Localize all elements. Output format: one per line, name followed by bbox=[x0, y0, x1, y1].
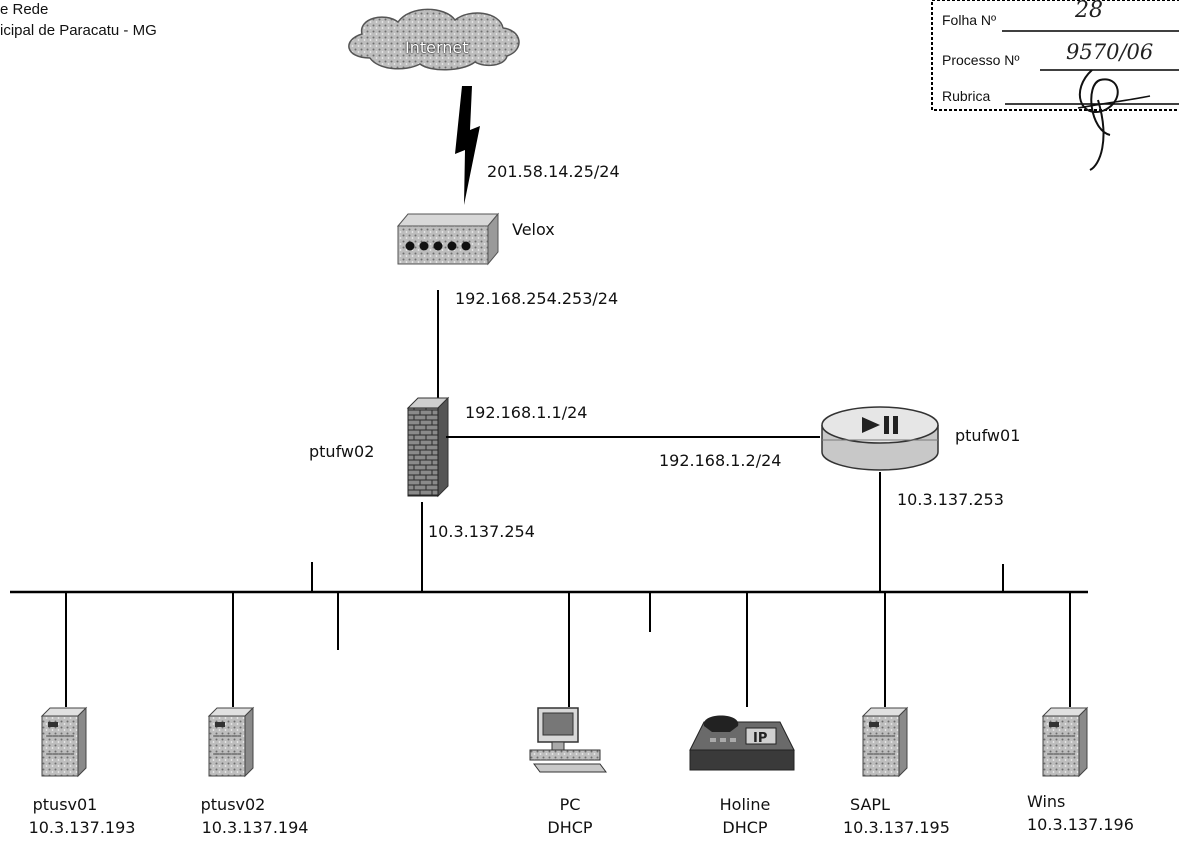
signature-mark bbox=[1077, 69, 1151, 171]
rubrica-label: Rubrica bbox=[942, 88, 991, 104]
processo-label: Processo Nº bbox=[942, 52, 1020, 68]
title-line-2: icipal de Paracatu - MG bbox=[0, 22, 157, 39]
host-addr-label: 10.3.137.195 bbox=[843, 818, 950, 837]
host-name-label: Wins bbox=[1027, 792, 1066, 811]
lightning-link-icon bbox=[455, 86, 480, 205]
folha-label: Folha Nº bbox=[942, 12, 997, 28]
processo-value: 9570/06 bbox=[1066, 40, 1154, 64]
wan-ip-label: 201.58.14.25/24 bbox=[487, 162, 620, 181]
fw02-name-label: ptufw02 bbox=[309, 442, 375, 461]
modem-icon bbox=[396, 212, 500, 266]
desktop-icon bbox=[529, 707, 607, 773]
internet-label: Internet bbox=[405, 38, 469, 57]
ip-phone-icon: IP bbox=[689, 715, 795, 771]
host-name-label: Holine bbox=[719, 795, 771, 814]
fw02-lan-ip-label: 10.3.137.254 bbox=[428, 522, 535, 541]
host-name-label: PC bbox=[559, 795, 581, 814]
svg-text:IP: IP bbox=[753, 731, 767, 746]
fw02-dmz-ip-label: 192.168.1.1/24 bbox=[465, 403, 588, 422]
fw01-dmz-ip-label: 192.168.1.2/24 bbox=[659, 451, 782, 470]
host-name-label: SAPL bbox=[850, 795, 890, 814]
server-icon bbox=[207, 706, 255, 778]
fw01-lan-ip-label: 10.3.137.253 bbox=[897, 490, 1004, 509]
modem-name-label: Velox bbox=[512, 220, 555, 239]
host-addr-label: DHCP bbox=[547, 818, 593, 837]
host-addr-label: 10.3.137.194 bbox=[201, 818, 309, 837]
server-icon bbox=[40, 706, 88, 778]
cloud-icon bbox=[348, 8, 520, 71]
host-addr-label: 10.3.137.196 bbox=[1027, 815, 1134, 834]
host-addr-label: 10.3.137.193 bbox=[28, 818, 136, 837]
host-addr-label: DHCP bbox=[722, 818, 768, 837]
modem-lan-ip-label: 192.168.254.253/24 bbox=[455, 289, 619, 308]
folha-value: 28 bbox=[1075, 0, 1103, 23]
firewall-icon bbox=[406, 396, 450, 498]
host-name-label: ptusv02 bbox=[200, 795, 266, 814]
fw01-name-label: ptufw01 bbox=[955, 426, 1021, 445]
title-line-1: e Rede bbox=[0, 1, 49, 18]
server-icon bbox=[1041, 706, 1089, 778]
server-icon bbox=[861, 706, 909, 778]
host-name-label: ptusv01 bbox=[32, 795, 98, 814]
router-icon bbox=[821, 406, 939, 471]
